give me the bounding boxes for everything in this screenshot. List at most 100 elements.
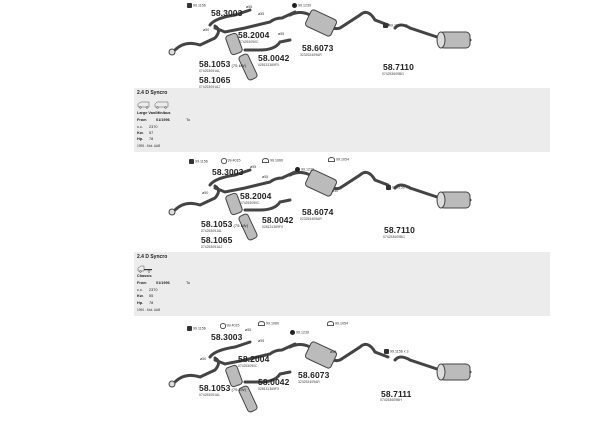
oem-number: 074253090C bbox=[240, 201, 260, 205]
part-number[interactable]: 58.6074 bbox=[302, 207, 334, 217]
accessory-code: 99.1054 bbox=[336, 157, 349, 162]
accessory-rubber: 99.1054 bbox=[328, 157, 349, 162]
kw-label: Kw. bbox=[137, 294, 144, 298]
accessory-ring: 99.1239 bbox=[290, 330, 309, 335]
accessory-hanger: 99.4015 bbox=[220, 323, 240, 329]
cc-value: 2370 bbox=[149, 288, 158, 292]
cc-label: c.c. bbox=[137, 288, 143, 292]
kw-row: Kw.57 bbox=[137, 131, 153, 135]
part-number[interactable]: 58.2004 bbox=[238, 30, 270, 40]
accessory-code: 99.1054 bbox=[335, 321, 348, 326]
part-number[interactable]: 58.0042 bbox=[258, 53, 290, 63]
diameter-label: ø55 bbox=[262, 175, 269, 179]
accessory-code: 99.1156 x 3 bbox=[390, 349, 409, 354]
exhaust-diagram-1: 99.1156 99.1239 99.1156 x 3 ø50 ø55 ø55 … bbox=[0, 0, 600, 120]
model-title: 2.4 D Syncro bbox=[137, 254, 168, 260]
oem-number: 323253409AR bbox=[298, 380, 320, 384]
rubber-mount-icon bbox=[258, 321, 265, 326]
engine-note: 1995 - Mot. AAB bbox=[137, 144, 161, 148]
hanger-icon bbox=[220, 323, 226, 329]
part-number[interactable]: 58.7110 bbox=[383, 62, 414, 72]
clamp-icon bbox=[187, 326, 192, 331]
oem-number: 028131369FX bbox=[258, 63, 280, 67]
diameter-label: ø55 bbox=[250, 165, 257, 169]
hp-row: Hp.78 bbox=[137, 137, 153, 141]
accessory-clamp-x3: 99.1156 x 3 bbox=[386, 185, 411, 190]
accessory-ring: 99.1239 bbox=[292, 3, 311, 8]
kw-row: Kw.55 bbox=[137, 294, 153, 298]
rear-pipe bbox=[393, 23, 442, 40]
accessory-rubber: 99.1060 bbox=[262, 158, 283, 163]
exhaust-system-drawing bbox=[168, 168, 472, 241]
oem-number: 028131369FX bbox=[262, 225, 284, 229]
van-icon bbox=[137, 101, 169, 109]
part-number[interactable]: 58.0042 bbox=[262, 215, 294, 225]
part-number[interactable]: 58.6073 bbox=[302, 43, 334, 53]
body-type: Chassis bbox=[137, 274, 152, 278]
accessory-clamp-x3: 99.1156 x 3 bbox=[384, 349, 409, 354]
to-label: To bbox=[186, 118, 191, 122]
part-number-text: 58.1053 bbox=[199, 59, 231, 69]
part-number[interactable]: 58.7111 bbox=[381, 389, 412, 399]
diameter-label: ø50 bbox=[332, 189, 339, 193]
clamp-icon bbox=[384, 349, 389, 354]
part-number[interactable]: 58.1053(75 kW) bbox=[201, 219, 248, 229]
part-number[interactable]: 58.2004 bbox=[240, 191, 272, 201]
power-label: (75 kW) bbox=[231, 387, 247, 392]
oem-number: 074253091AJ bbox=[199, 85, 220, 89]
part-number[interactable]: 58.3003 bbox=[212, 167, 244, 177]
accessory-code: 99.1156 x 3 bbox=[392, 185, 411, 190]
hp-value: 78 bbox=[149, 137, 154, 141]
diameter-label: ø50 bbox=[330, 350, 337, 354]
oem-number: 323253409AR bbox=[300, 53, 322, 57]
accessory-code: 99.4015 bbox=[227, 158, 241, 163]
hanger-icon bbox=[221, 158, 227, 164]
body-type: Large Van/Minibus bbox=[137, 111, 171, 115]
flange bbox=[168, 48, 176, 56]
accessory-code: 99.1060 bbox=[270, 158, 283, 163]
from-label: From bbox=[137, 281, 147, 285]
part-number[interactable]: 58.3003 bbox=[211, 8, 243, 18]
part-number[interactable]: 58.0042 bbox=[258, 377, 290, 387]
oem-number: 074253091AL bbox=[201, 229, 223, 233]
oem-number: 074253091AJ bbox=[201, 245, 222, 249]
part-number[interactable]: 58.7110 bbox=[384, 225, 415, 235]
part-number[interactable]: 58.6073 bbox=[298, 370, 330, 380]
oem-number: 028131369FX bbox=[258, 387, 280, 391]
accessory-code: 99.4015 bbox=[226, 323, 240, 328]
oem-number: 074253091AL bbox=[199, 69, 221, 73]
oem-number: 074253609BH bbox=[380, 398, 402, 402]
accessory-rubber: 99.1060 bbox=[258, 321, 279, 326]
diameter-label: ø55 bbox=[245, 328, 252, 332]
accessory-clamp: 99.1156 bbox=[187, 3, 206, 8]
cc-row: c.c.2370 bbox=[137, 125, 157, 129]
accessory-clamp-x3: 99.1156 x 3 bbox=[383, 23, 408, 28]
accessory-rubber: 99.1054 bbox=[327, 321, 348, 326]
rubber-mount-icon bbox=[262, 158, 269, 163]
part-number[interactable]: 58.3003 bbox=[211, 332, 243, 342]
clamp-icon bbox=[386, 185, 391, 190]
pipe-0042 bbox=[243, 38, 292, 52]
ring-icon bbox=[292, 3, 297, 8]
part-number[interactable]: 58.1065 bbox=[199, 75, 231, 85]
kw-value: 57 bbox=[149, 131, 154, 135]
part-number[interactable]: 58.1053(75 kW) bbox=[199, 383, 246, 393]
exhaust-diagram-3: 99.1156 99.4015 99.1060 99.1239 99.1054 … bbox=[0, 290, 600, 440]
rubber-mount-icon bbox=[327, 321, 334, 326]
accessory-clamp: 99.1156 bbox=[189, 159, 208, 164]
part-number-text: 58.1053 bbox=[199, 383, 231, 393]
exhaust-diagram-2: 99.1156 99.4015 99.1060 99.1239 99.1054 … bbox=[0, 125, 600, 275]
part-number[interactable]: 58.2004 bbox=[238, 354, 270, 364]
diameter-label: ø50 bbox=[202, 191, 209, 195]
to-label: To bbox=[186, 281, 191, 285]
part-number[interactable]: 58.1065 bbox=[201, 235, 233, 245]
catalyst bbox=[225, 32, 243, 56]
oem-number: 074253090C bbox=[238, 364, 258, 368]
hp-label: Hp. bbox=[137, 301, 144, 305]
accessory-code: 99.1239 bbox=[301, 167, 314, 172]
oem-number: 023253409AR bbox=[300, 217, 322, 221]
exhaust-system-drawing bbox=[168, 340, 472, 413]
part-number[interactable]: 58.1053(75 kW) bbox=[199, 59, 246, 69]
